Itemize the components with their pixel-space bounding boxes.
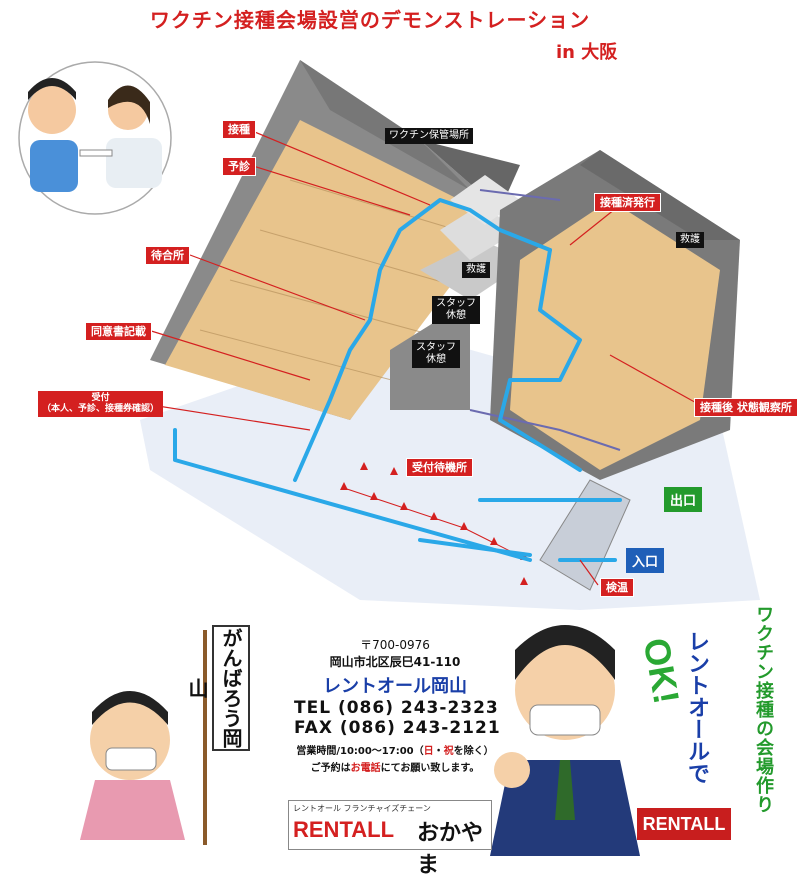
hours-prefix: 営業時間/10:00～17:00（ (296, 746, 424, 757)
postal-code: 〒700-0976 (360, 638, 430, 652)
staff-rest-2-line2: 休憩 (426, 354, 446, 365)
rentall-okayama-logo: レントオール フランチャイズチェーン RENTALL おかやま (288, 800, 492, 878)
hours-hol: 祝 (443, 746, 454, 757)
label-certificate: 接種済発行 (594, 193, 661, 212)
label-reception-waiting: 受付待機所 (406, 458, 473, 477)
label-entrance: 入口 (626, 548, 665, 573)
rentall-text: RENTALL (293, 817, 395, 842)
label-reception-title: 受付 (91, 393, 110, 403)
label-waiting: 待合所 (145, 246, 190, 265)
ganbarou-banner: がんばろう岡山 (185, 625, 250, 751)
reservation-note: ご予約はお電話にてお願い致します。 (280, 759, 510, 774)
label-staff-rest-1: スタッフ 休憩 (432, 296, 480, 324)
hours-sun: 日 (423, 746, 434, 757)
staff-rest-1-line1: スタッフ (436, 298, 476, 309)
samurai-mascot-illustration (80, 630, 207, 845)
label-exit: 出口 (664, 487, 703, 512)
label-first-aid-center: 救護 (462, 262, 490, 278)
hours-dot: ・ (433, 746, 444, 757)
label-consent: 同意書記載 (85, 322, 152, 341)
staff-rest-2-line1: スタッフ (416, 342, 456, 353)
page-subtitle: in 大阪 (556, 42, 618, 63)
rentall-right-logo: RENTALL (637, 808, 731, 840)
address: 岡山市北区辰巳41-110 (329, 655, 461, 669)
label-reception-detail: （本人、予診、接種券確認） (42, 404, 160, 414)
reserve-prefix: ご予約は (310, 763, 351, 774)
fax-number: FAX (086) 243-2121 (294, 718, 501, 738)
company-info: 〒700-0976 岡山市北区辰巳41-110 レントオール岡山 TEL (08… (280, 636, 510, 774)
entrance-booth (539, 479, 631, 591)
label-pre-exam: 予診 (222, 157, 256, 176)
okayama-text: おかやま (417, 821, 484, 878)
label-temperature: 検温 (600, 578, 634, 597)
businessman-illustration (490, 625, 640, 856)
tel-number[interactable]: TEL (086) 243-2323 (294, 698, 499, 718)
rentall-de-speech: レントオールで (684, 630, 709, 784)
vaccination-circle-illustration (18, 61, 172, 215)
label-reception: 受付 （本人、予診、接種券確認） (38, 391, 164, 417)
label-vaccine-storage: ワクチン保管場所 (385, 128, 473, 144)
reserve-phone: お電話 (350, 763, 381, 774)
label-first-aid-right: 救護 (676, 232, 704, 248)
reserve-suffix: にてお願い致します。 (380, 763, 480, 774)
hours-suffix: を除く） (453, 746, 494, 757)
label-vaccination: 接種 (222, 120, 256, 139)
label-staff-rest-2: スタッフ 休憩 (412, 340, 460, 368)
page-title: ワクチン接種会場設営のデモンストレーション (149, 8, 591, 32)
business-hours: 営業時間/10:00～17:00（日・祝を除く） (280, 742, 510, 757)
franchise-text: レントオール フランチャイズチェーン (293, 804, 431, 813)
label-observation: 接種後 状態観察所 (694, 398, 798, 417)
company-name: レントオール岡山 (323, 676, 467, 697)
staff-rest-1-line2: 休憩 (446, 310, 466, 321)
slogan-vertical: ワクチン接種の会場作り (753, 605, 774, 814)
